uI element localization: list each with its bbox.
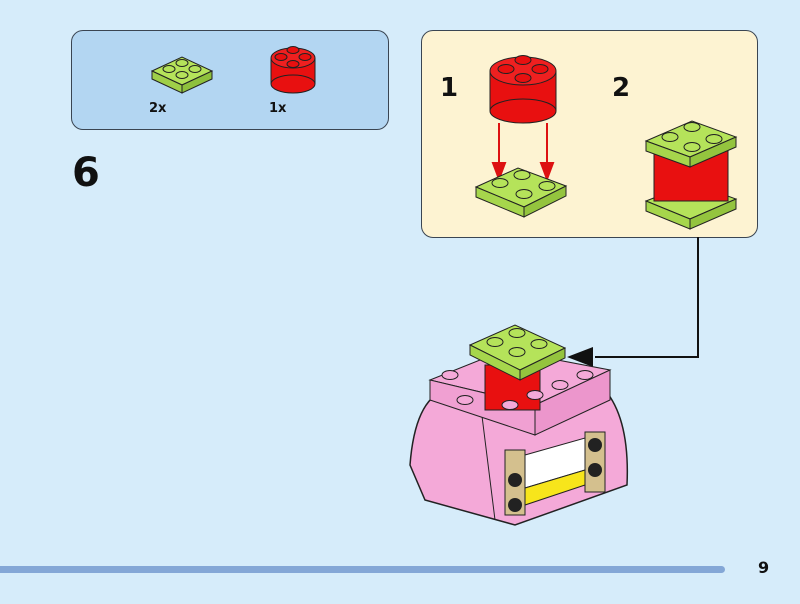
- part-count-red: 1x: [269, 101, 287, 116]
- lime-plate: [474, 167, 568, 218]
- red-round-brick: [489, 55, 557, 124]
- page-progress-bar: [0, 566, 725, 573]
- model-illustration: [409, 324, 629, 526]
- red-round-brick-icon: [270, 46, 316, 94]
- lime-plate-icon: [150, 56, 214, 94]
- sub-step-label-2: 2: [612, 73, 631, 103]
- sub-step-2-illustration: [644, 120, 738, 230]
- parts-list-box: 2x 1x: [71, 30, 389, 130]
- connector-arrow: [567, 237, 699, 367]
- page-number: 9: [758, 558, 770, 577]
- down-arrows: [491, 123, 555, 182]
- sub-step-1-illustration: [474, 55, 568, 218]
- step-number: 6: [72, 150, 100, 196]
- sub-step-box: 1 2: [421, 30, 758, 238]
- sub-step-label-1: 1: [440, 73, 459, 103]
- part-count-lime: 2x: [149, 101, 167, 116]
